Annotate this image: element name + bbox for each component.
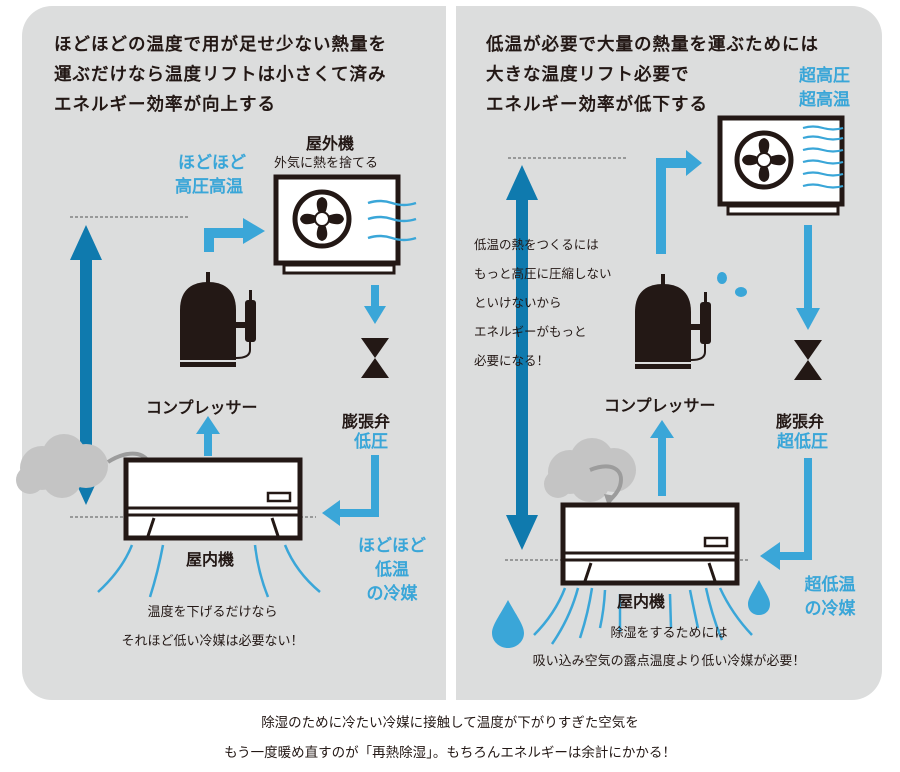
left-title-line: エネルギー効率が向上する xyxy=(54,95,276,115)
flow-arrow-to-compressor-right xyxy=(650,420,674,496)
cool-air-lines-icon-right xyxy=(533,587,753,645)
flow-arrow-to-indoor-right xyxy=(760,458,812,570)
left-note-line: 温度を下げるだけなら xyxy=(147,605,278,620)
refrigerant-line: の冷媒 xyxy=(366,584,418,604)
compressor-label-right: コンプレッサー xyxy=(604,396,716,415)
refrigerant-line: ほどほど xyxy=(358,536,426,556)
super-high-pressure-label: 超高圧 超高温 xyxy=(799,64,850,112)
right-title: 低温が必要で大量の熱量を運ぶためには 大きな温度リフト必要で エネルギー効率が低… xyxy=(486,30,819,120)
right-title-line: エネルギー効率が低下する xyxy=(486,95,708,115)
outdoor-unit-sublabel: 外気に熱を捨てる xyxy=(274,156,379,171)
valve-label-right: 膨張弁 xyxy=(776,412,825,431)
high-pressure-line: ほどほど xyxy=(178,153,246,173)
flow-arrow-to-valve-right xyxy=(796,225,820,330)
refrigerant-line-right: の冷媒 xyxy=(804,599,856,619)
left-title-line: ほどほどの温度で用が足せ少ない熱量を xyxy=(54,35,387,55)
valve-pressure-label-right: 超低圧 xyxy=(777,432,828,452)
indoor-unit-icon xyxy=(126,460,300,538)
refrigerant-label-right: 超低温 の冷媒 xyxy=(798,573,862,621)
indoor-unit-label: 屋内機 xyxy=(186,550,235,569)
bottom-caption: 除湿のために冷たい冷媒に接触して温度が下がりすぎた空気を もう一度暖め直すのが「… xyxy=(0,708,900,768)
indoor-unit-label-right: 屋内機 xyxy=(617,592,666,611)
high-pressure-line: 高圧高温 xyxy=(175,177,243,197)
outdoor-unit-label: 屋外機 xyxy=(306,134,355,153)
fan-icon xyxy=(295,192,349,246)
compressor-icon-right xyxy=(634,273,712,370)
caption-line: もう一度暖め直すのが「再熱除湿」。もちろんエネルギーは余計にかかる！ xyxy=(224,745,676,761)
refrigerant-line-right: 超低温 xyxy=(804,575,856,595)
right-title-line: 低温が必要で大量の熱量を運ぶためには xyxy=(486,35,819,55)
refrigerant-line: 低温 xyxy=(375,560,409,580)
indoor-unit-icon-right xyxy=(563,505,737,583)
flow-arrow-to-indoor xyxy=(322,455,379,526)
left-note-line: それほど低い冷媒は必要ない！ xyxy=(121,634,304,649)
valve-pressure-label: 低圧 xyxy=(354,432,388,452)
warm-air-cloud-icon xyxy=(16,434,108,498)
compression-note-line: 低温の熱をつくるには xyxy=(474,237,599,252)
flow-arrow-to-outdoor xyxy=(204,218,265,252)
right-title-line: 大きな温度リフト必要で xyxy=(486,65,690,85)
fan-icon-right xyxy=(737,133,791,187)
super-high-pressure-line: 超高温 xyxy=(799,90,850,110)
compression-note-line: といけないから xyxy=(474,295,562,310)
water-droplets-icon xyxy=(717,272,747,297)
dehumidify-note: 除湿をするためには 吸い込み空気の露点温度より低い冷媒が必要！ xyxy=(474,620,864,676)
water-drop-icon-right xyxy=(748,580,770,615)
heat-waves-icon-right xyxy=(802,125,844,189)
temperature-lift-arrow xyxy=(70,225,102,505)
dehumidify-note-line: 吸い込み空気の露点温度より低い冷媒が必要！ xyxy=(532,654,806,669)
left-title: ほどほどの温度で用が足せ少ない熱量を 運ぶだけなら温度リフトは小さくて済み エネ… xyxy=(54,30,387,120)
compressor-label: コンプレッサー xyxy=(146,398,258,417)
temperature-lift-arrow-right xyxy=(506,165,538,550)
compression-note-line: 必要になる！ xyxy=(474,353,550,368)
flow-arrow-to-valve xyxy=(364,285,386,324)
high-pressure-label: ほどほど 高圧高温 xyxy=(172,151,246,199)
heat-waves-icon xyxy=(367,199,417,242)
cool-air-lines-icon xyxy=(97,544,321,598)
flow-arrow-to-outdoor-right xyxy=(656,150,702,254)
compression-note-line: もっと高圧に圧縮しない xyxy=(474,266,612,281)
caption-line: 除湿のために冷たい冷媒に接触して温度が下がりすぎた空気を xyxy=(261,715,639,731)
flow-arrow-to-compressor xyxy=(196,416,220,456)
valve-icon xyxy=(361,338,389,378)
compression-note: 低温の熱をつくるには もっと高圧に圧縮しない といけないから エネルギーがもっと… xyxy=(474,230,612,375)
compressor-icon xyxy=(179,271,257,368)
valve-label: 膨張弁 xyxy=(342,412,391,431)
valve-icon-right xyxy=(794,340,822,380)
dehumidify-note-line: 除湿をするためには xyxy=(610,626,728,641)
compression-note-line: エネルギーがもっと xyxy=(474,324,587,339)
super-high-pressure-line: 超高圧 xyxy=(799,66,850,86)
left-note: 温度を下げるだけなら それほど低い冷媒は必要ない！ xyxy=(100,598,325,656)
refrigerant-label: ほどほど 低温 の冷媒 xyxy=(352,534,432,606)
left-title-line: 運ぶだけなら温度リフトは小さくて済み xyxy=(54,65,387,85)
water-drop-icon-left xyxy=(492,600,524,648)
